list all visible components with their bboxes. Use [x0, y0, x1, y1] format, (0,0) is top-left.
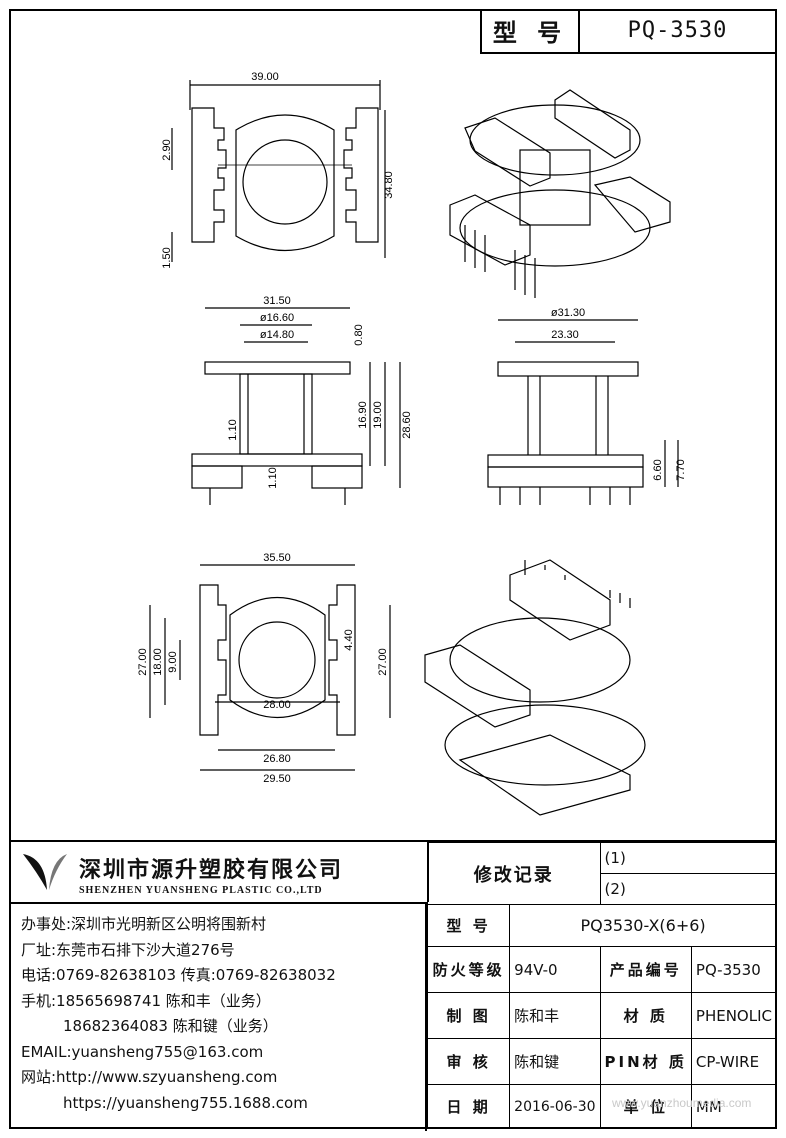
dim-bottom-w3: 26.80: [263, 753, 291, 765]
contact-office: 办事处:深圳市光明新区公明将围新村: [21, 915, 267, 933]
revision-1: (1): [599, 842, 778, 874]
company-contacts: 办事处:深圳市光明新区公明将围新村 厂址:东莞市石排下沙大道276号 电话:07…: [9, 902, 427, 1131]
title-model: PQ-3530: [627, 18, 728, 43]
title-footer: 深圳市源升塑胶有限公司 SHENZHEN YUANSHENG PLASTIC C…: [9, 840, 778, 1131]
review-label: 审 核: [426, 1038, 511, 1085]
dim-bottom-h2: 18.00: [152, 648, 164, 676]
fire-value: 94V-0: [509, 946, 601, 993]
dim-side-d2: ø14.80: [260, 329, 294, 341]
model-label: 型 号: [426, 904, 511, 947]
drawn-value: 陈和丰: [509, 992, 601, 1039]
revision-2: (2): [599, 873, 778, 905]
dim-side-p1: 1.10: [227, 419, 239, 440]
contact-factory: 厂址:东莞市石排下沙大道276号: [21, 940, 235, 959]
top-view: [171, 80, 386, 262]
dim-side-d1: ø16.60: [260, 312, 294, 324]
revision-label: 修改记录: [427, 842, 601, 905]
dim-side-h1: 16.90: [357, 401, 369, 429]
watermark: www.yuanzhoumedia.com: [612, 1096, 752, 1110]
dim-top-width: 39.00: [251, 71, 279, 83]
company-name-en: SHENZHEN YUANSHENG PLASTIC CO.,LTD: [79, 885, 323, 896]
product-label: 产品编号: [599, 946, 692, 993]
iso-view-bottom: [424, 559, 646, 816]
dim-side-width: 31.50: [263, 295, 291, 307]
pin-label: PIN材 质: [599, 1038, 692, 1085]
date-label: 日 期: [426, 1084, 511, 1129]
company-header: 深圳市源升塑胶有限公司 SHENZHEN YUANSHENG PLASTIC C…: [9, 842, 429, 902]
contact-email: EMAIL:yuansheng755@163.com: [21, 1042, 264, 1061]
dim-top-pitch: 2.90: [161, 139, 173, 160]
dim-side-h2: 19.00: [372, 401, 384, 429]
contact-mobile-1: 手机:18565698741 陈和丰（业务）: [21, 991, 271, 1010]
model-value: PQ3530-X(6+6): [509, 904, 777, 947]
dim-front-h1: 6.60: [652, 459, 664, 480]
review-value: 陈和键: [509, 1038, 601, 1085]
dim-side-t: 0.80: [353, 324, 365, 345]
contact-phone: 电话:0769-82638103 传真:0769-82638032: [21, 966, 336, 984]
company-name-cn: 深圳市源升塑胶有限公司: [79, 858, 344, 883]
dim-top-height: 34.80: [383, 171, 395, 199]
pin-value: CP-WIRE: [690, 1038, 778, 1085]
dim-side-p2: 1.10: [267, 467, 279, 488]
fire-label: 防火等级: [426, 946, 511, 993]
dim-side-h3: 28.60: [401, 411, 413, 439]
unit-value: MM: [690, 1084, 778, 1129]
dim-bottom-h3: 9.00: [167, 651, 179, 672]
dim-bottom-w4: 29.50: [263, 773, 291, 785]
dim-front-w: 23.30: [551, 329, 579, 341]
bottom-view: [149, 564, 391, 771]
material-label: 材 质: [599, 992, 692, 1039]
title-label: 型 号: [482, 9, 580, 52]
material-value: PHENOLIC: [690, 992, 778, 1039]
contact-store: https://yuansheng755.1688.com: [63, 1093, 308, 1112]
dim-bottom-h5: 27.00: [377, 648, 389, 676]
dim-bottom-h1: 27.00: [137, 648, 149, 676]
dim-bottom-width: 35.50: [263, 552, 291, 564]
company-logo-icon: [23, 854, 67, 890]
technical-drawing: 39.00 34.80 2.90 1.50 31.50 ø16.60 ø14.8…: [137, 71, 687, 816]
iso-view-top: [449, 89, 671, 298]
title-block: 型 号 PQ-3530: [480, 9, 777, 54]
dim-bottom-h4: 4.40: [343, 629, 355, 650]
product-value: PQ-3530: [690, 946, 778, 993]
contact-mobile-2: 18682364083 陈和键（业务）: [63, 1017, 278, 1035]
dim-bottom-w2: 28.00: [263, 699, 291, 711]
spec-table: 修改记录 (1) (2) 型 号 PQ3530-X(6+6) 防火等级 94V-…: [426, 842, 778, 1129]
drawing-frame: [9, 9, 777, 1129]
dim-front-d: ø31.30: [551, 307, 585, 319]
front-view: [487, 319, 679, 505]
contact-website: 网站:http://www.szyuansheng.com: [21, 1068, 278, 1086]
side-view: [191, 307, 401, 505]
dim-front-h2: 7.70: [675, 459, 687, 480]
date-value: 2016-06-30: [509, 1084, 601, 1129]
drawn-label: 制 图: [426, 992, 511, 1039]
dim-top-pin: 1.50: [161, 247, 173, 268]
unit-label: 单 位: [599, 1084, 692, 1129]
